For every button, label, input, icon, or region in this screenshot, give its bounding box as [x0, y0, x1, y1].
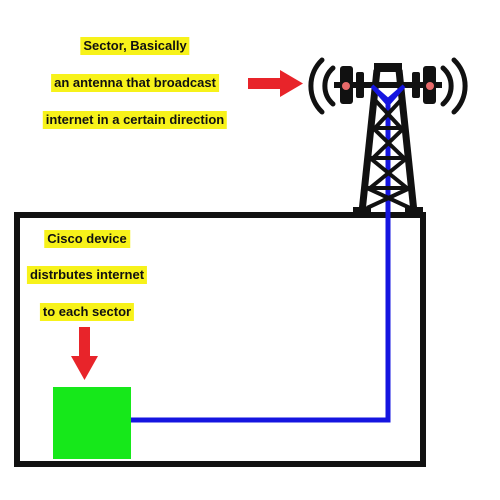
cisco-device-box — [53, 387, 131, 459]
signal-waves-icon — [308, 57, 468, 115]
arrow-right-icon — [248, 70, 303, 97]
building-outline — [14, 212, 426, 467]
network-cable — [131, 100, 391, 423]
arrow-down-icon — [71, 327, 98, 380]
tower-cable — [370, 84, 406, 108]
sector-label-line2: an antenna that broadcast — [51, 74, 219, 92]
cisco-label-line1: Cisco device — [44, 230, 130, 248]
sector-label-line1: Sector, Basically — [80, 37, 190, 55]
dish-light-right-icon — [426, 82, 434, 90]
cisco-label-line2: distrbutes internet — [26, 266, 148, 284]
dish-light-left-icon — [342, 82, 350, 90]
antenna-tower-icon — [334, 63, 442, 215]
cisco-label-line3: to each sector — [39, 303, 135, 321]
sector-label-line3: internet in a certain direction — [42, 111, 228, 129]
